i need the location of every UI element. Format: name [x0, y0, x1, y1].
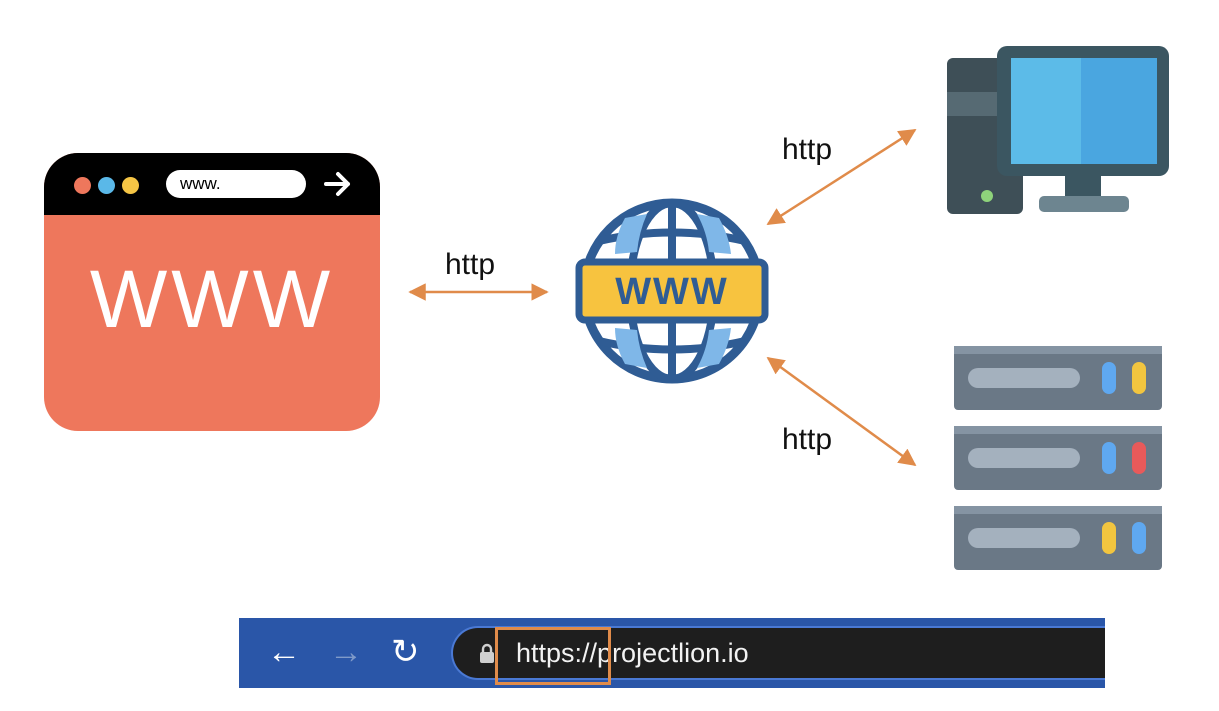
globe-www-text: WWW: [615, 271, 729, 313]
desktop-computer-icon: [947, 46, 1169, 214]
browser-url-pill: www.: [166, 170, 306, 198]
url-input[interactable]: [451, 626, 1105, 680]
http-label-server: http: [782, 423, 833, 456]
url-text: https://projectlion.io: [516, 640, 749, 667]
globe-server-arrow: [766, 356, 917, 467]
browser-www-text: WWW: [89, 254, 335, 345]
forward-button[interactable]: →: [329, 633, 363, 671]
blue-dot-icon: [98, 177, 115, 194]
url-domain: projectlion.io: [597, 638, 749, 668]
scheme-highlight-box: [495, 627, 611, 685]
yellow-dot-icon: [122, 177, 139, 194]
reload-button[interactable]: ↻: [391, 633, 420, 671]
url-scheme: https://: [516, 638, 598, 668]
arrow-right-icon: [324, 172, 350, 196]
http-label-client: http: [445, 248, 496, 281]
back-button[interactable]: ←: [267, 633, 301, 671]
http-label-computer: http: [782, 133, 833, 166]
globe-computer-arrow: [766, 128, 917, 226]
server-rack-icon: [954, 346, 1162, 570]
browser-address-bar: ← → ↻ https://projectlion.io: [239, 618, 1105, 688]
browser-window-icon: www. WWW: [44, 153, 380, 431]
lock-icon: [480, 643, 494, 663]
globe-icon: WWW: [575, 198, 769, 384]
browser-titlebar: www.: [44, 153, 380, 215]
red-dot-icon: [74, 177, 91, 194]
